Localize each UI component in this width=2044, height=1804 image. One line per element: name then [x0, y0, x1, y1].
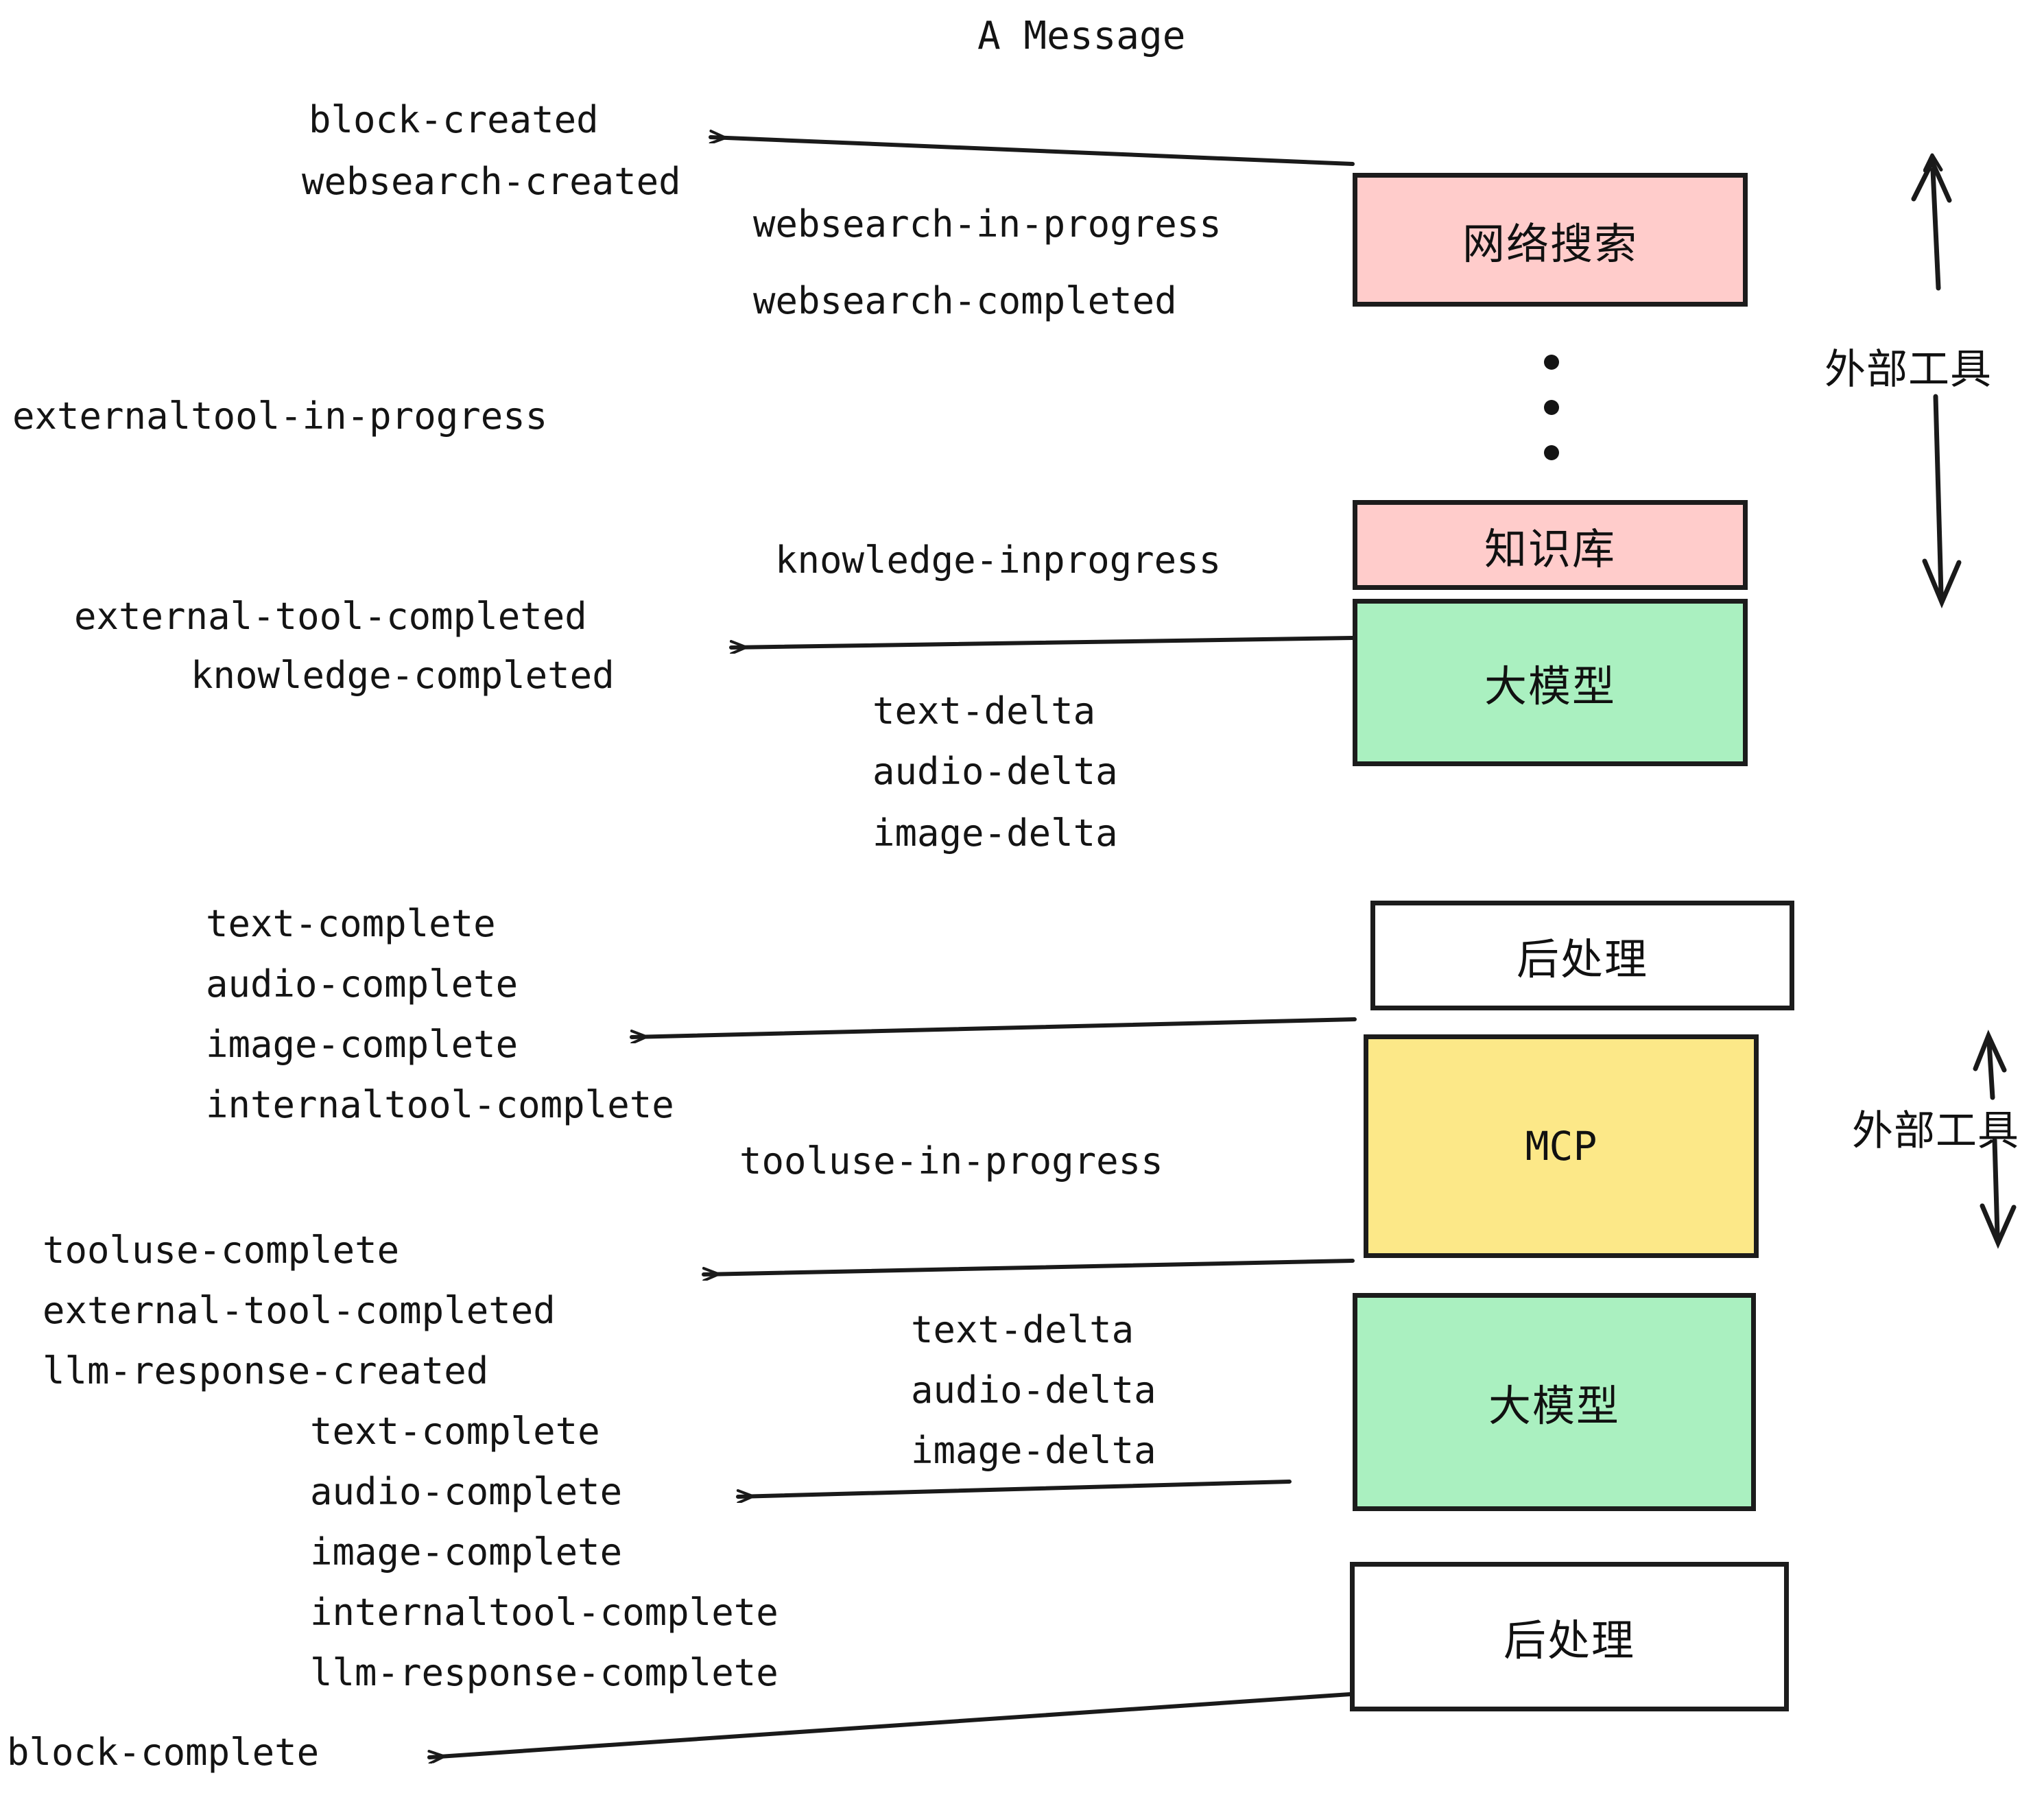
event-label-llm-response-created: llm-response-created [43, 1349, 489, 1392]
external-tools-up-arrow [1933, 170, 1938, 291]
event-label-internaltool-complete-1: internaltool-complete [206, 1083, 674, 1126]
node-postprocess-1[interactable]: 后处理 [1370, 901, 1794, 1010]
event-label-llm-response-complete: llm-response-complete [310, 1651, 779, 1694]
event-label-tooluse-complete: tooluse-complete [43, 1229, 400, 1272]
node-postprocess-2[interactable]: 后处理 [1350, 1562, 1789, 1711]
node-knowledge-label: 知识库 [1484, 523, 1616, 574]
event-label-internaltool-complete-2: internaltool-complete [310, 1591, 779, 1634]
event-label-audio-delta-1: audio-delta [872, 750, 1118, 793]
event-label-text-delta-1: text-delta [872, 689, 1096, 733]
external-tools-up-arrowhead [1911, 156, 1952, 203]
mcp-up-arrow [1986, 1040, 1995, 1100]
node-llm-1[interactable]: 大模型 [1353, 599, 1748, 766]
event-label-tooluse-in-progress: tooluse-in-progress [739, 1139, 1163, 1183]
event-label-audio-complete-1: audio-complete [206, 962, 519, 1006]
event-label-image-delta-1: image-delta [872, 811, 1118, 855]
event-label-external-tool-completed-2: external-tool-completed [43, 1289, 556, 1332]
external-tools-down-arrow [1933, 394, 1944, 597]
node-llm-1-label: 大模型 [1484, 661, 1616, 711]
ellipsis-dot-1 [1544, 355, 1559, 370]
arrow-postprocess-out [630, 1017, 1357, 1037]
arrow-mcp-out [702, 1259, 1355, 1274]
event-label-websearch-created: websearch-created [302, 160, 681, 203]
group-label-external-tools-top: 外部工具 [1825, 346, 1992, 394]
event-label-text-delta-2: text-delta [911, 1308, 1134, 1351]
node-postprocess-2-label: 后处理 [1503, 1615, 1635, 1665]
node-mcp[interactable]: MCP [1364, 1034, 1759, 1258]
event-label-knowledge-completed: knowledge-completed [191, 654, 615, 697]
node-websearch-label: 网络搜索 [1462, 218, 1638, 269]
event-label-image-delta-2: image-delta [911, 1429, 1156, 1472]
event-label-text-complete-1: text-complete [206, 902, 496, 945]
mcp-down-arrowhead [1980, 1203, 2017, 1249]
arrow-websearch-out [709, 137, 1355, 166]
event-label-block-complete: block-complete [7, 1731, 320, 1774]
event-label-externaltool-in-progress: externaltool-in-progress [12, 394, 548, 438]
arrow-block-complete [427, 1692, 1352, 1757]
ellipsis-dot-2 [1544, 400, 1559, 415]
event-label-external-tool-completed: external-tool-completed [74, 595, 587, 638]
arrow-llm2-out [736, 1480, 1292, 1497]
event-label-block-created: block-created [309, 98, 599, 141]
node-mcp-label: MCP [1525, 1123, 1597, 1170]
diagram-title: A Message [977, 14, 1186, 58]
event-label-audio-delta-2: audio-delta [911, 1368, 1156, 1412]
event-label-websearch-in-progress: websearch-in-progress [753, 202, 1222, 246]
event-label-text-complete-2: text-complete [310, 1410, 600, 1453]
arrow-knowledge-out [729, 636, 1355, 648]
ellipsis-dot-3 [1544, 445, 1559, 460]
event-label-audio-complete-2: audio-complete [310, 1470, 623, 1513]
node-postprocess-1-label: 后处理 [1516, 934, 1648, 984]
event-label-image-complete-1: image-complete [206, 1023, 519, 1066]
mcp-up-arrowhead [1973, 1030, 2007, 1073]
node-llm-2-label: 大模型 [1488, 1381, 1620, 1431]
node-websearch[interactable]: 网络搜索 [1353, 173, 1748, 307]
node-llm-2[interactable]: 大模型 [1353, 1293, 1756, 1511]
group-label-external-tools-bottom: 外部工具 [1852, 1107, 2019, 1155]
external-tools-down-arrowhead [1922, 558, 1962, 608]
event-label-websearch-completed: websearch-completed [753, 279, 1177, 322]
event-label-image-complete-2: image-complete [310, 1530, 623, 1574]
event-label-knowledge-inprogress: knowledge-inprogress [775, 538, 1222, 582]
node-knowledge[interactable]: 知识库 [1353, 500, 1748, 590]
